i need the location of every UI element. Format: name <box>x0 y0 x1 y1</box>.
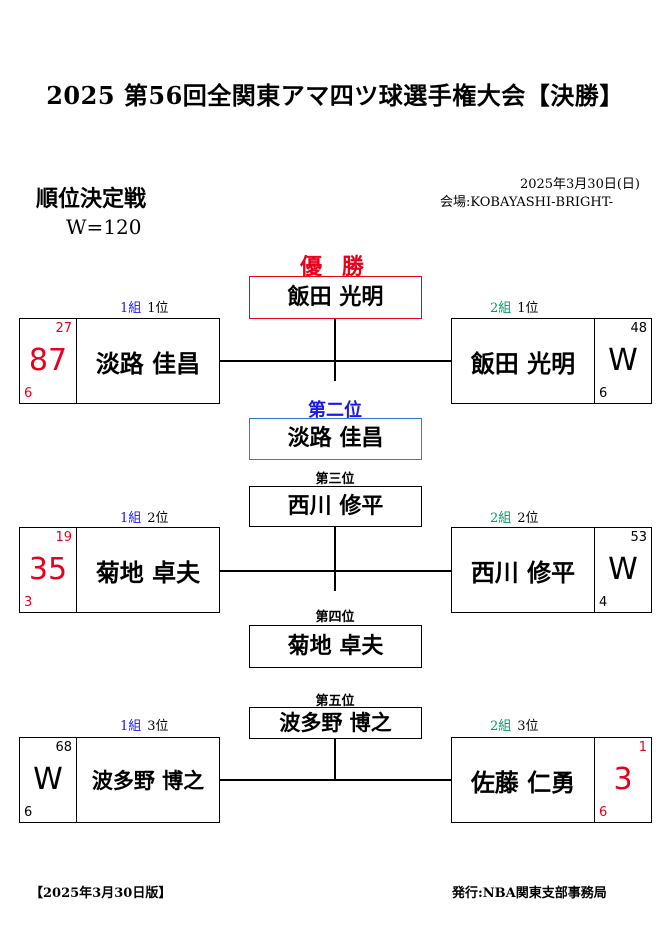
group-label-left-3: 1組 3位 <box>120 715 169 734</box>
player-card-left-1: 27 87 6 淡路 佳昌 <box>19 318 220 404</box>
player-name: 淡路 佳昌 <box>95 348 201 378</box>
second-name: 淡路 佳昌 <box>287 425 384 451</box>
third-name: 西川 修平 <box>287 493 384 519</box>
group-label-right-1: 2組 1位 <box>490 297 539 316</box>
score-bottom: 6 <box>599 386 608 401</box>
score-top: 68 <box>55 740 72 755</box>
event-date: 2025年3月30日(日) <box>519 177 640 192</box>
weight-label: W=120 <box>66 215 142 239</box>
fifth-box: 波多野 博之 <box>249 707 422 739</box>
group-rank: 1位 <box>517 301 539 316</box>
connector-h-1 <box>220 360 451 362</box>
group-name: 1組 <box>120 719 142 734</box>
score-top: 53 <box>630 530 647 545</box>
page-title: 2025 第56回全関東アマ四ツ球選手権大会【決勝】 <box>46 81 624 110</box>
score-bottom: 6 <box>599 805 608 820</box>
group-rank: 3位 <box>517 719 539 734</box>
score-top: 48 <box>630 321 647 336</box>
publisher-note: 発行:NBA関東支部事務局 <box>452 886 607 901</box>
score-bottom: 3 <box>24 595 33 610</box>
score-main: W <box>33 762 63 797</box>
event-venue: 会場:KOBAYASHI-BRIGHT- <box>440 195 614 210</box>
fourth-name: 菊地 卓夫 <box>287 633 384 659</box>
group-label-left-1: 1組 1位 <box>120 297 169 316</box>
champion-label: 優 勝 <box>300 254 370 280</box>
score-cell: 19 35 3 <box>20 528 77 612</box>
champion-name: 飯田 光明 <box>287 284 384 310</box>
fifth-name: 波多野 博之 <box>279 710 392 735</box>
group-label-right-3: 2組 3位 <box>490 715 539 734</box>
player-card-right-1: 飯田 光明 48 W 6 <box>451 318 652 404</box>
fifth-label: 第五位 <box>315 694 355 709</box>
player-name: 波多野 博之 <box>91 768 205 793</box>
connector-h-2 <box>220 570 451 572</box>
score-main: 3 <box>613 762 633 797</box>
score-main: W <box>608 552 638 587</box>
connector-v-2 <box>334 527 336 591</box>
score-bottom: 4 <box>599 595 608 610</box>
score-cell: 48 W 6 <box>594 319 651 403</box>
third-box: 西川 修平 <box>249 486 422 527</box>
player-card-left-2: 19 35 3 菊地 卓夫 <box>19 527 220 613</box>
group-rank: 2位 <box>517 511 539 526</box>
score-main: 35 <box>28 552 68 587</box>
score-cell: 27 87 6 <box>20 319 77 403</box>
score-main: W <box>608 343 638 378</box>
group-name: 2組 <box>490 301 512 316</box>
score-main: 87 <box>28 343 68 378</box>
score-cell: 68 W 6 <box>20 738 77 822</box>
group-name: 1組 <box>120 301 142 316</box>
third-label: 第三位 <box>315 472 355 487</box>
player-name: 西川 修平 <box>470 557 576 587</box>
group-name: 1組 <box>120 511 142 526</box>
group-rank: 2位 <box>147 511 169 526</box>
group-name: 2組 <box>490 511 512 526</box>
score-cell: 53 W 4 <box>594 528 651 612</box>
score-bottom: 6 <box>24 386 33 401</box>
connector-h-3 <box>220 779 451 781</box>
score-top: 1 <box>638 740 647 755</box>
group-label-left-2: 1組 2位 <box>120 507 169 526</box>
player-name: 佐藤 仁勇 <box>470 767 576 797</box>
score-cell: 1 3 6 <box>594 738 651 822</box>
champion-box: 飯田 光明 <box>249 276 422 319</box>
fourth-label: 第四位 <box>315 610 355 625</box>
section-title: 順位決定戦 <box>36 186 147 212</box>
score-bottom: 6 <box>24 805 33 820</box>
group-rank: 1位 <box>147 301 169 316</box>
score-top: 19 <box>55 530 72 545</box>
player-name: 菊地 卓夫 <box>95 557 201 587</box>
player-card-right-3: 佐藤 仁勇 1 3 6 <box>451 737 652 823</box>
player-name: 飯田 光明 <box>470 348 576 378</box>
second-label: 第二位 <box>308 400 362 421</box>
edition-note: 【2025年3月30日版】 <box>30 886 172 901</box>
group-name: 2組 <box>490 719 512 734</box>
connector-v-1 <box>334 319 336 381</box>
group-label-right-2: 2組 2位 <box>490 507 539 526</box>
second-box: 淡路 佳昌 <box>249 418 422 460</box>
player-card-right-2: 西川 修平 53 W 4 <box>451 527 652 613</box>
player-card-left-3: 68 W 6 波多野 博之 <box>19 737 220 823</box>
fourth-box: 菊地 卓夫 <box>249 625 422 668</box>
score-top: 27 <box>55 321 72 336</box>
group-rank: 3位 <box>147 719 169 734</box>
connector-v-3 <box>334 739 336 779</box>
